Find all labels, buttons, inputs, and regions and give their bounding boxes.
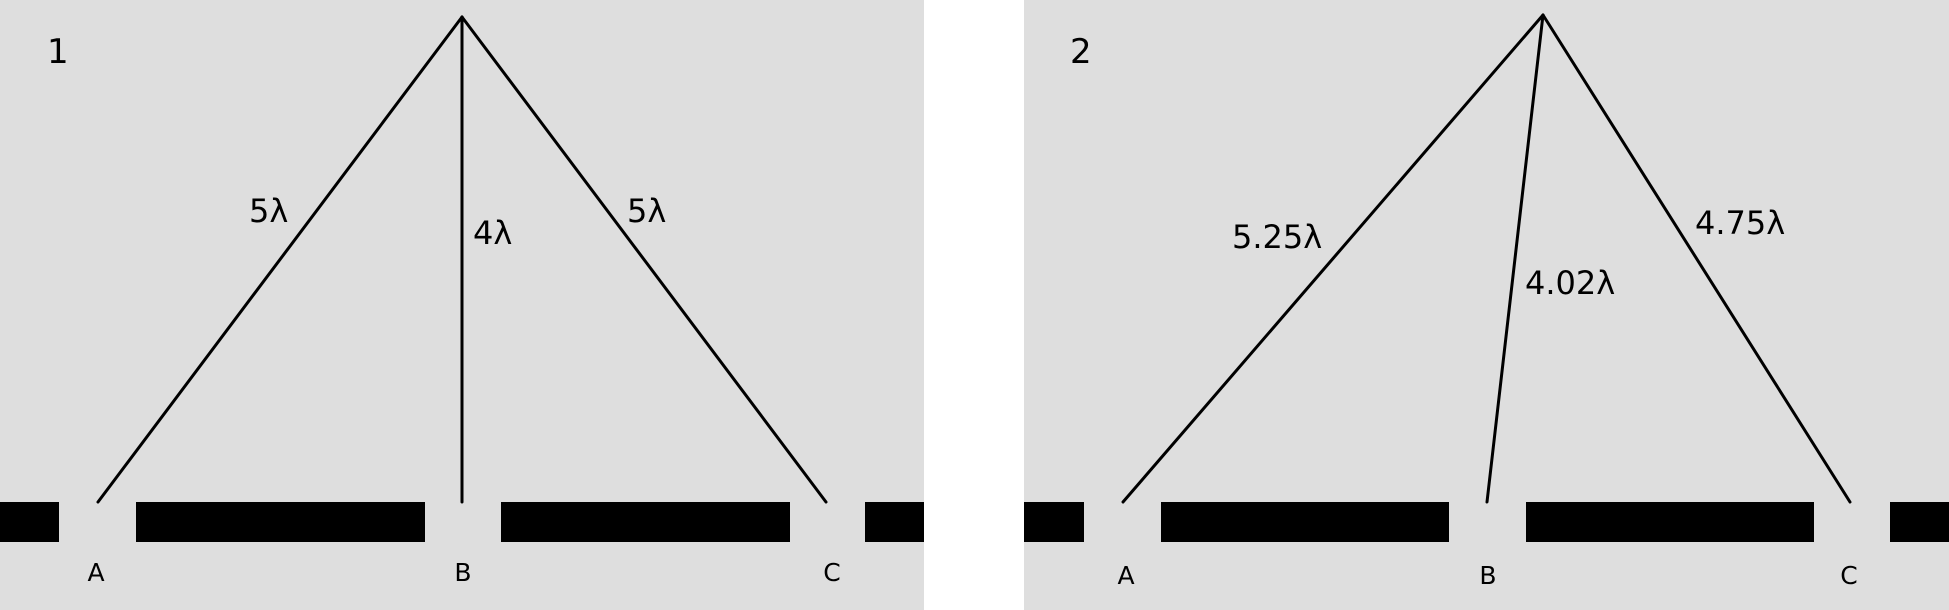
barrier-segment: [501, 502, 790, 542]
barrier-segment: [1890, 502, 1949, 542]
path-from-a: [96, 15, 464, 504]
path-c-length: 5λ: [627, 192, 666, 230]
path-b-length: 4λ: [473, 214, 512, 252]
path-a-length: 5λ: [249, 192, 288, 230]
diagram-panel-2: 2 5.25λ 4.02λ 4.75λ A B C: [1024, 0, 1949, 610]
barrier-segment: [1526, 502, 1814, 542]
path-b-length: 4.02λ: [1525, 264, 1615, 302]
diagram-panel-1: 1 5λ 4λ 5λ A B C: [0, 0, 924, 610]
slit-label-b: B: [454, 558, 471, 587]
slit-label-a: A: [1117, 561, 1134, 590]
barrier-segment: [136, 502, 425, 542]
path-from-a: [1121, 13, 1545, 504]
panel-number: 1: [47, 32, 69, 72]
barrier-segment: [865, 502, 924, 542]
slit-label-b: B: [1479, 561, 1496, 590]
panel-number: 2: [1070, 32, 1092, 72]
barrier-segment: [1161, 502, 1449, 542]
panel-1-diagram: 1 5λ 4λ 5λ A B C: [0, 15, 924, 587]
path-c-length: 4.75λ: [1695, 204, 1785, 242]
path-a-length: 5.25λ: [1232, 218, 1322, 256]
panel-2-diagram: 2 5.25λ 4.02λ 4.75λ A B C: [1024, 13, 1949, 590]
path-from-c: [1541, 13, 1852, 504]
barrier-segment: [0, 502, 59, 542]
slit-label-c: C: [823, 558, 840, 587]
barrier-segment: [1024, 502, 1084, 542]
slit-label-c: C: [1840, 561, 1857, 590]
path-from-b: [1485, 13, 1545, 504]
path-from-c: [460, 15, 828, 504]
slit-label-a: A: [87, 558, 104, 587]
